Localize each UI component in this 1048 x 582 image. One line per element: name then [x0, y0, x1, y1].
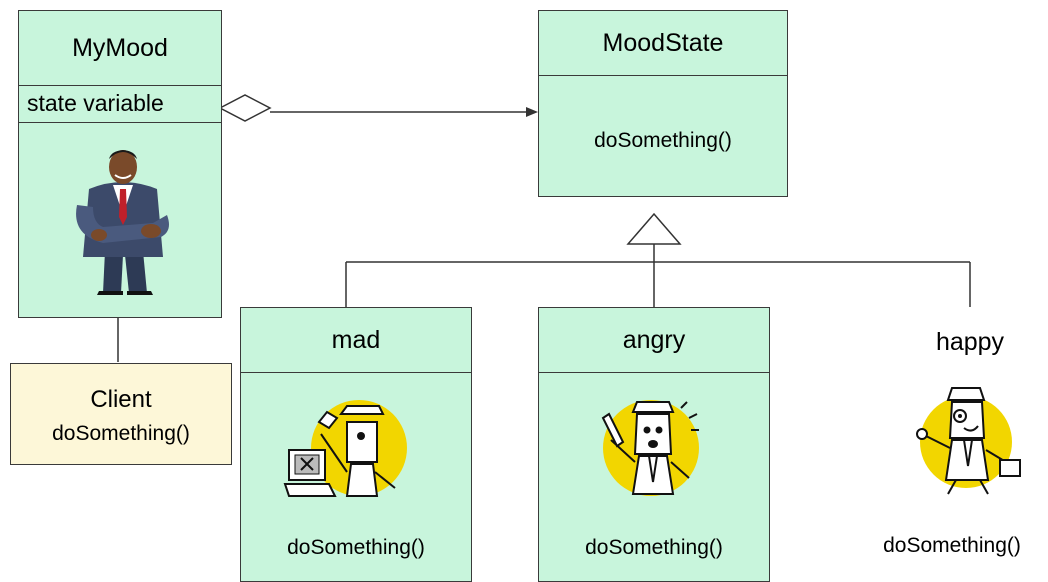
mad-class[interactable]: mad doSomething()	[240, 307, 472, 582]
mad-class-name: mad	[241, 308, 471, 373]
happy-class-name: happy	[935, 328, 1005, 356]
mymood-class[interactable]: MyMood state variable	[18, 10, 222, 318]
mymood-class-name: MyMood	[19, 11, 221, 86]
angry-method: doSomething()	[585, 536, 723, 559]
mymood-attribute: state variable	[19, 85, 221, 123]
angry-class-name: angry	[539, 308, 769, 373]
client-class-name: Client	[90, 386, 152, 413]
mad-man-computer-icon	[283, 400, 407, 497]
inheritance-triangle	[626, 212, 682, 245]
happy-man-bag-icon	[916, 387, 1021, 495]
mad-method: doSomething()	[287, 536, 425, 559]
moodstate-class-name: MoodState	[539, 11, 787, 76]
angry-man-phone-icon	[601, 400, 699, 496]
angry-class[interactable]: angry doSomething()	[538, 307, 770, 582]
association-arrowhead	[526, 107, 538, 117]
aggregation-diamond	[218, 94, 272, 122]
businessman-icon	[76, 150, 169, 295]
happy-method: doSomething()	[883, 534, 1021, 557]
client-class[interactable]: Client doSomething()	[10, 363, 232, 465]
moodstate-class[interactable]: MoodState doSomething()	[538, 10, 788, 197]
moodstate-method: doSomething()	[594, 129, 732, 152]
client-method: doSomething()	[52, 422, 190, 445]
